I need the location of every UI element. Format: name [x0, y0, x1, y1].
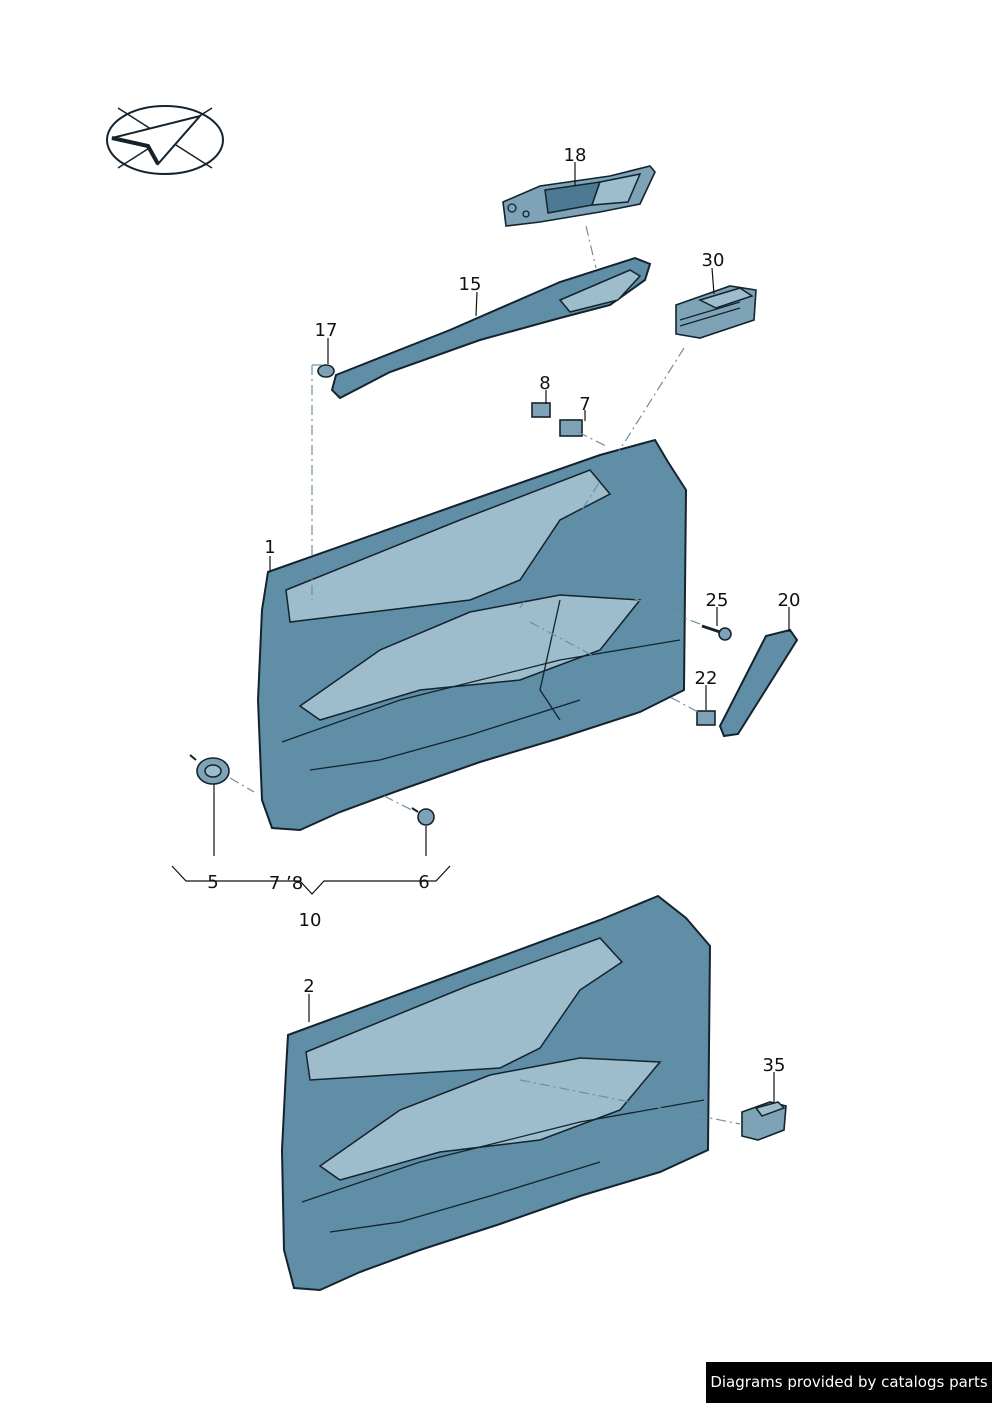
part-22-clip [696, 710, 716, 726]
part-30-switch-housing [675, 285, 757, 339]
assembly-leader-lines [229, 225, 741, 1125]
part-7-clip [559, 419, 583, 437]
callout-leader-lines [171, 162, 790, 1102]
callout-17: 17 [315, 320, 338, 341]
part-8-clip [531, 402, 551, 418]
callout-30: 30 [702, 250, 725, 271]
part-1-door-panel [256, 438, 688, 832]
callout-7-8: 7 ’8 [269, 873, 303, 894]
callout-35: 35 [763, 1055, 786, 1076]
part-20-trim-cover [718, 628, 799, 738]
diagram-credit-banner: Diagrams provided by catalogs parts [706, 1362, 992, 1403]
callout-18: 18 [564, 145, 587, 166]
callout-8: 8 [539, 373, 550, 394]
callout-15: 15 [459, 274, 482, 295]
callout-2: 2 [303, 976, 314, 997]
part-25-screw [701, 624, 732, 641]
part-2-door-panel [280, 894, 712, 1292]
part-17-clip [317, 364, 335, 378]
part-18-handle-bracket [502, 165, 656, 227]
callout-25: 25 [706, 590, 729, 611]
check-arrow-logo-icon [106, 105, 224, 175]
callout-labels: 18 15 30 17 8 7 1 25 20 22 5 7 ’8 6 10 2… [207, 145, 800, 1076]
part-35-switch [741, 1101, 787, 1141]
callout-1: 1 [264, 537, 275, 558]
callout-7: 7 [579, 394, 590, 415]
callout-6: 6 [418, 872, 429, 893]
callout-5: 5 [207, 872, 218, 893]
callout-20: 20 [778, 590, 801, 611]
part-5-fastener [189, 754, 230, 785]
callout-10: 10 [299, 910, 322, 931]
part-15-trim-strip [330, 256, 652, 400]
part-6-clip [411, 807, 435, 826]
callout-22: 22 [695, 668, 718, 689]
